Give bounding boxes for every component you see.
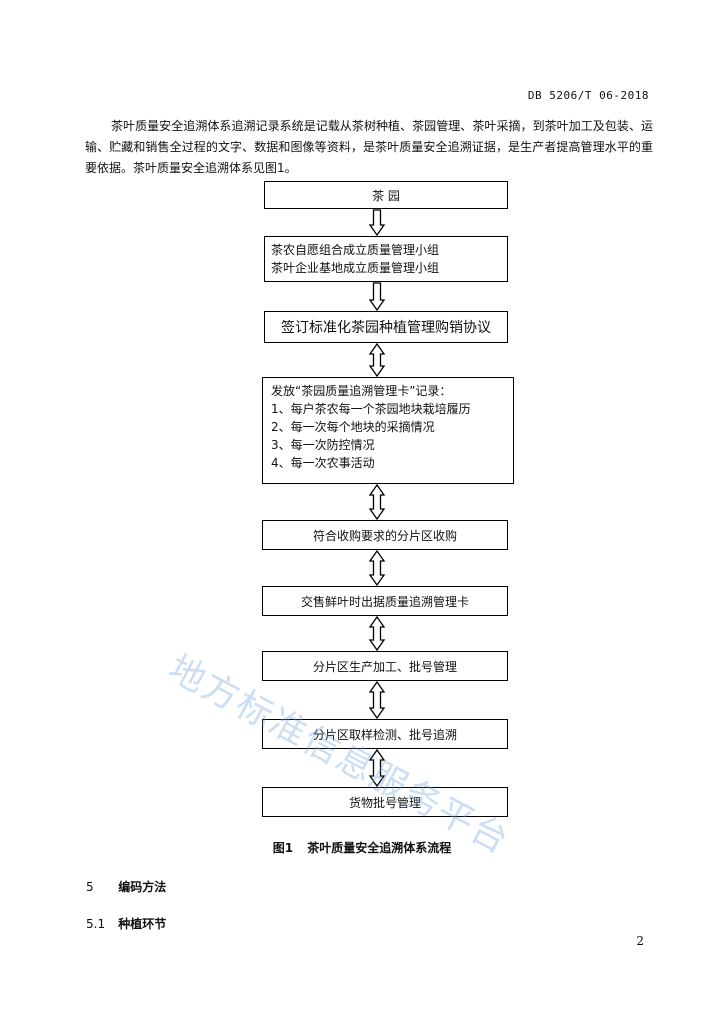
flow-node-goods-batch: 货物批号管理: [262, 787, 508, 817]
flow-node-text: 签订标准化茶园种植管理购销协议: [281, 320, 491, 336]
flow-connector-arrow: [368, 748, 386, 788]
flow-node-text: 分片区生产加工、批号管理: [312, 659, 457, 674]
flow-connector-arrow: [368, 483, 386, 521]
flow-node-quality-groups: 茶农自愿组合成立质量管理小组 茶叶企业基地成立质量管理小组: [264, 236, 508, 282]
flow-node-text: 分片区取样检测、批号追溯: [312, 727, 457, 742]
flow-node-text: 符合收购要求的分片区收购: [312, 528, 457, 543]
flow-node-line: 2、每一次每个地块的采摘情况: [271, 420, 435, 434]
intro-paragraph: 茶叶质量安全追溯体系追溯记录系统是记载从茶树种植、茶园管理、茶叶采摘，到茶叶加工…: [85, 119, 653, 175]
flow-node-issue-card: 发放“茶园质量追溯管理卡”记录： 1、每户茶农每一个茶园地块栽培履历 2、每一次…: [262, 377, 514, 484]
page-number: 2: [636, 934, 644, 948]
flow-node-text: 交售鲜叶时出据质量追溯管理卡: [300, 594, 469, 609]
flow-connector-arrow: [368, 680, 386, 720]
section-number: 5.1: [86, 917, 106, 931]
flow-node-sampling-trace: 分片区取样检测、批号追溯: [262, 719, 508, 749]
flow-node-line: 茶叶企业基地成立质量管理小组: [271, 261, 440, 275]
flow-connector-arrow: [368, 615, 386, 652]
figure-caption: 图1 茶叶质量安全追溯体系流程: [0, 839, 724, 856]
section-title: 种植环节: [118, 917, 167, 931]
flow-node-regional-purchase: 符合收购要求的分片区收购: [262, 520, 508, 550]
section-number: 5: [86, 880, 94, 894]
section-heading-5-1: 5.1 种植环节: [86, 915, 166, 932]
flow-node-text: 茶 园: [372, 188, 400, 203]
flow-connector-arrow: [368, 282, 386, 312]
flow-connector-arrow: [368, 342, 386, 378]
flow-node-line: 3、每一次防控情况: [271, 438, 375, 452]
flow-node-line: 4、每一次农事活动: [271, 456, 375, 470]
flow-node-sign-agreement: 签订标准化茶园种植管理购销协议: [264, 311, 508, 343]
figure-title: 茶叶质量安全追溯体系流程: [307, 841, 452, 855]
figure-number: 图1: [272, 841, 294, 855]
flow-node-line: 发放“茶园质量追溯管理卡”记录：: [271, 384, 452, 398]
flow-node-fresh-leaf-card: 交售鲜叶时出据质量追溯管理卡: [262, 586, 508, 616]
flow-node-line: 1、每户茶农每一个茶园地块栽培履历: [271, 402, 471, 416]
section-title: 编码方法: [118, 880, 167, 894]
flow-connector-arrow: [368, 209, 386, 237]
section-heading-5: 5 编码方法: [86, 878, 166, 895]
flow-node-tea-garden: 茶 园: [264, 181, 508, 209]
document-code: DB 5206/T 06-2018: [527, 89, 649, 102]
flow-connector-arrow: [368, 549, 386, 587]
flow-node-text: 货物批号管理: [348, 795, 421, 810]
flow-node-line: 茶农自愿组合成立质量管理小组: [271, 243, 440, 257]
flow-node-processing-batch: 分片区生产加工、批号管理: [262, 651, 508, 681]
